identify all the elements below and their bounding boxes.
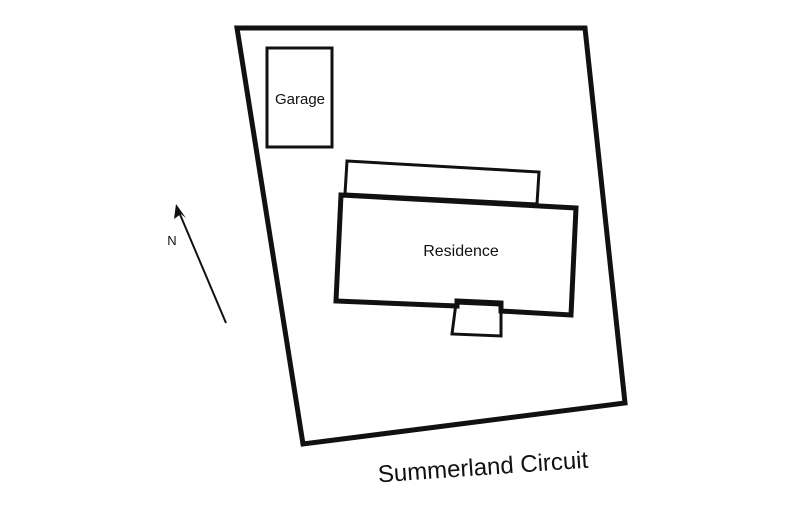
- garage-label: Garage: [275, 91, 325, 108]
- residence-label: Residence: [423, 243, 499, 260]
- street-label: Summerland Circuit: [377, 447, 589, 489]
- north-arrow: [174, 204, 227, 324]
- residence-outline: [333, 192, 579, 318]
- north-label: N: [167, 233, 176, 248]
- lot-boundary: [234, 25, 628, 447]
- garage-outline: [265, 46, 334, 149]
- arrowhead-icon: [174, 204, 186, 219]
